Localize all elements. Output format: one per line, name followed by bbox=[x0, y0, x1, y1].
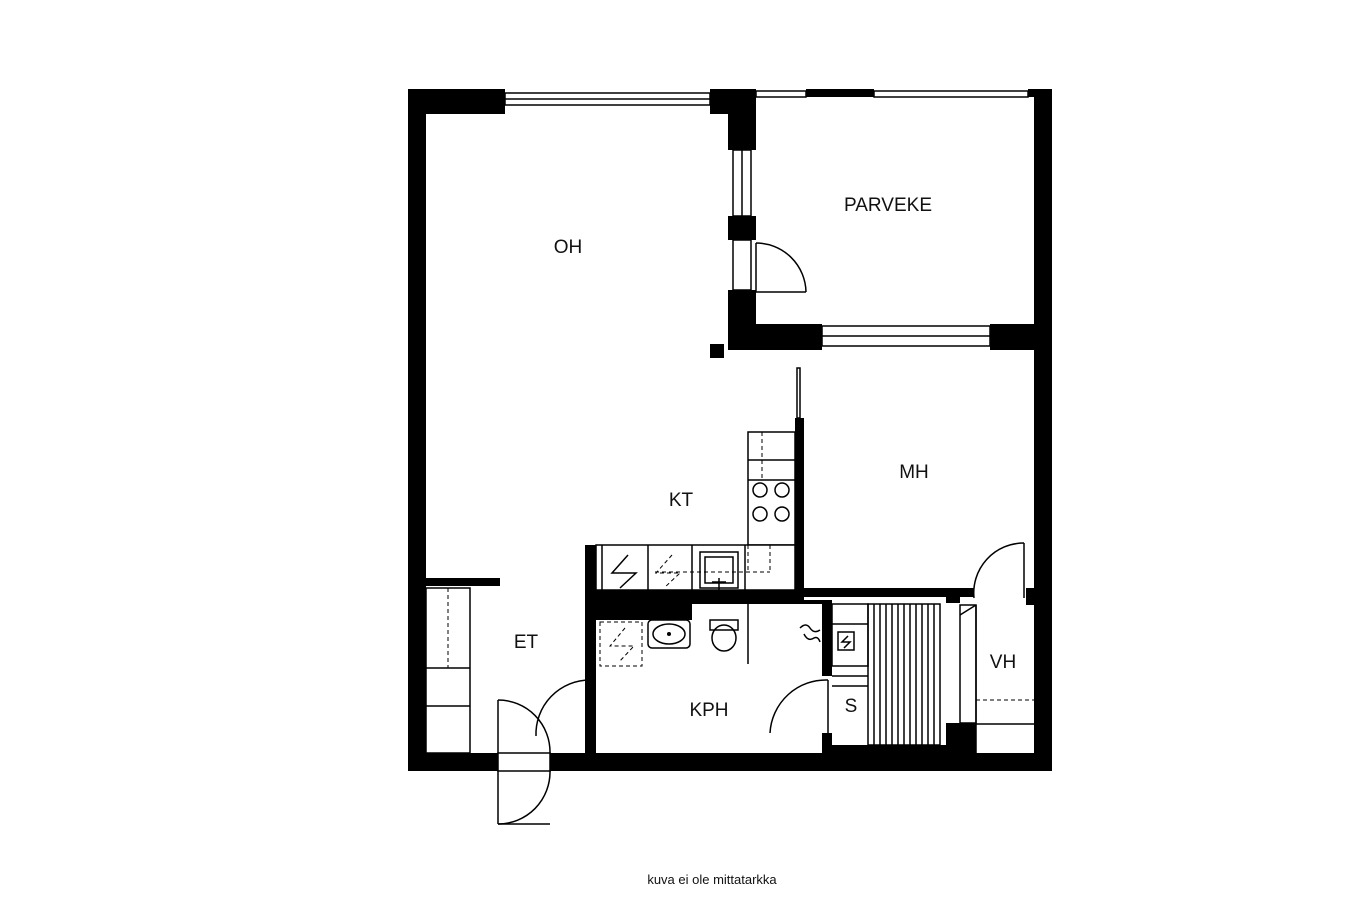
room-label-vh: VH bbox=[990, 652, 1016, 673]
interior-walls bbox=[426, 89, 1052, 753]
et-east-wall bbox=[585, 545, 596, 753]
bathroom-fixtures bbox=[599, 604, 855, 667]
kitchen-south-wall bbox=[585, 590, 804, 600]
storage-fixtures bbox=[831, 603, 941, 746]
vh-wall-top bbox=[946, 597, 960, 603]
fridge-symbol bbox=[610, 554, 638, 589]
entrance-frame bbox=[497, 752, 551, 772]
room-label-kt: KT bbox=[669, 490, 694, 511]
vh-shelf bbox=[959, 604, 977, 724]
parveke-south-wall bbox=[728, 324, 822, 350]
scale-disclaimer: kuva ei ole mittatarkka bbox=[647, 872, 777, 887]
vh-wall-bottom bbox=[946, 723, 976, 753]
room-label-oh: OH bbox=[554, 237, 583, 258]
room-label-et: ET bbox=[514, 632, 539, 653]
balcony-door-frame bbox=[732, 239, 752, 291]
windows bbox=[504, 90, 1029, 347]
kitchen-counter-vertical bbox=[747, 431, 796, 546]
parveke-glass-2 bbox=[873, 90, 1029, 98]
doors bbox=[497, 239, 1025, 825]
mh-door-swing bbox=[973, 542, 1025, 599]
et-inner-door-swing bbox=[535, 679, 591, 737]
toilet-bowl bbox=[711, 624, 737, 652]
room-label-mh: MH bbox=[899, 462, 929, 483]
mh-south-wall bbox=[804, 588, 974, 597]
stove-burner bbox=[774, 506, 790, 522]
mh-south-wall-right bbox=[1026, 588, 1052, 605]
room-label-parveke: PARVEKE bbox=[844, 195, 932, 216]
entrance-swing-out bbox=[497, 770, 551, 825]
s-south-wall bbox=[832, 745, 948, 753]
balcony-door-swing bbox=[755, 242, 807, 293]
electric-panel bbox=[837, 631, 855, 651]
kph-door-swing bbox=[769, 679, 829, 734]
et-partition bbox=[426, 578, 500, 586]
washer-space bbox=[599, 621, 643, 667]
toilet-tank bbox=[709, 619, 739, 631]
kitchen-fixtures bbox=[595, 431, 796, 591]
north-wall-left bbox=[408, 89, 505, 114]
north-wall-parveke bbox=[806, 89, 874, 97]
east-wall bbox=[1034, 89, 1052, 771]
stove-burner bbox=[752, 506, 768, 522]
stove-burner bbox=[752, 482, 768, 498]
parveke-south-wall-right bbox=[990, 324, 1052, 350]
mh-door-leaf bbox=[796, 367, 801, 419]
wardrobes bbox=[425, 587, 1034, 754]
washbasin bbox=[647, 619, 691, 649]
west-wall bbox=[408, 89, 426, 771]
room-labels: OH PARVEKE MH KT ET KPH S VH bbox=[514, 195, 1016, 721]
entrance-swing-in bbox=[497, 699, 551, 754]
kitchen-counter-horizontal bbox=[595, 544, 796, 591]
column bbox=[710, 344, 724, 358]
parveke-glass-1 bbox=[755, 90, 807, 98]
balcony-wall-mid bbox=[728, 216, 756, 240]
south-wall-right bbox=[550, 753, 1052, 771]
room-label-kph: KPH bbox=[689, 700, 728, 721]
shower-symbol bbox=[799, 624, 821, 643]
north-wall-right bbox=[1028, 89, 1052, 97]
kph-north-wall bbox=[596, 600, 692, 620]
outer-walls bbox=[408, 89, 1052, 771]
stove-burner bbox=[774, 482, 790, 498]
room-label-s: S bbox=[845, 696, 858, 717]
balcony-wall-top bbox=[728, 89, 756, 150]
south-wall-left bbox=[408, 753, 498, 771]
kph-north-wall-thin bbox=[692, 600, 822, 604]
mh-west-wall bbox=[795, 418, 804, 590]
kph-east-wall-bottom bbox=[822, 733, 832, 753]
kph-east-wall-top bbox=[822, 600, 832, 676]
